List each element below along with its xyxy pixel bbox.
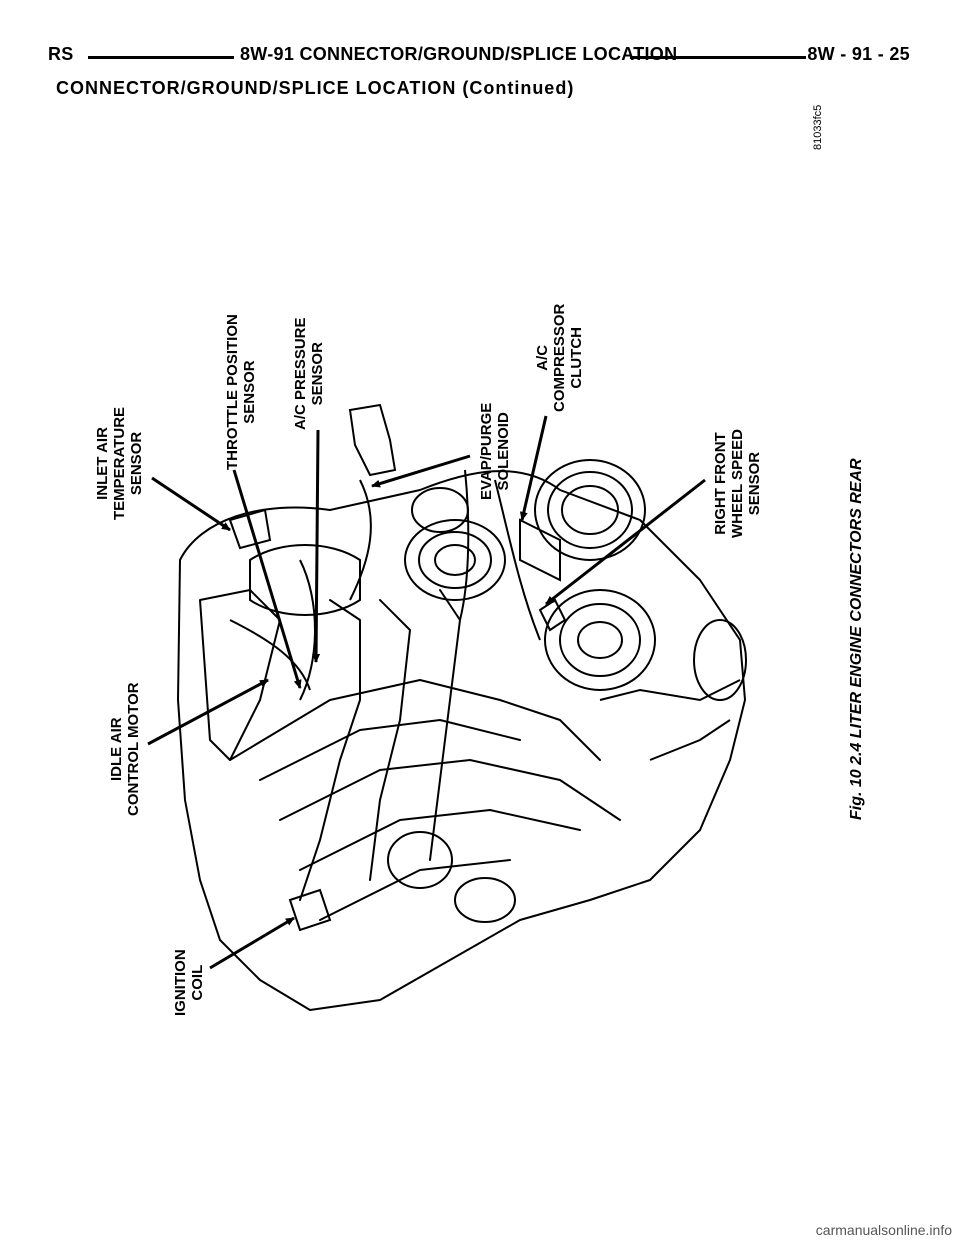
figure-caption-text: Fig. 10 2.4 LITER ENGINE CONNECTORS REAR (848, 458, 865, 820)
leader-ac-pressure (312, 429, 321, 663)
header-page-number: 8W - 91 - 25 (807, 44, 910, 64)
callout-throttle-label: THROTTLE POSITION SENSOR (224, 314, 258, 470)
leader-throttle-position (232, 469, 302, 689)
leader-ac-compressor (519, 415, 548, 521)
header-section-code: RS (48, 44, 74, 64)
page-subtitle: CONNECTOR/GROUND/SPLICE LOCATION (Contin… (56, 78, 575, 98)
header-rule-right (630, 56, 806, 59)
header-title: 8W-91 CONNECTOR/GROUND/SPLICE LOCATION (240, 44, 678, 64)
callout-evap-label: EVAP/PURGE SOLENOID (478, 402, 512, 500)
watermark: carmanualsonline.info (815, 1222, 952, 1238)
callout-ac-compressor-label: A/C COMPRESSOR CLUTCH (534, 303, 585, 412)
leader-wheel-speed (545, 478, 706, 606)
leader-evap-purge (371, 454, 471, 488)
header-rule-left (88, 56, 234, 59)
page-header: RS 8W-91 CONNECTOR/GROUND/SPLICE LOCATIO… (48, 44, 910, 74)
callout-idle-air-label: IDLE AIR CONTROL MOTOR (108, 682, 142, 816)
leader-inlet-air (151, 476, 231, 532)
leader-idle-air (147, 678, 269, 746)
callout-wheel-speed-label: RIGHT FRONT WHEEL SPEED SENSOR (712, 429, 763, 538)
callout-inlet-air-label: INLET AIR TEMPERATURE SENSOR (94, 406, 145, 520)
engine-block (177, 470, 746, 1011)
callout-ignition-label: IGNITION COIL (172, 949, 206, 1016)
callout-ac-pressure-label: A/C PRESSURE SENSOR (292, 317, 326, 430)
leader-ignition-coil (209, 916, 295, 970)
leader-lines (147, 415, 706, 970)
engine-components (228, 403, 747, 932)
